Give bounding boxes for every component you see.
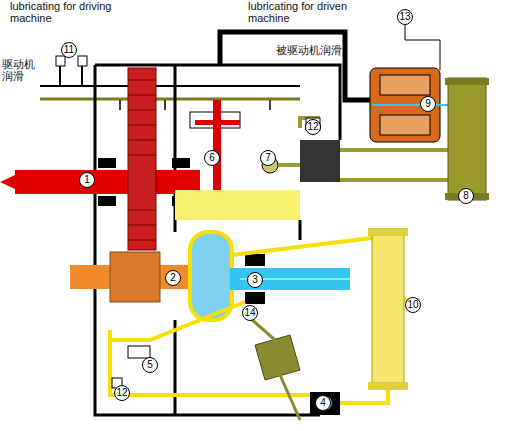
lube-line bbox=[40, 85, 300, 87]
lube-line bbox=[40, 98, 300, 101]
callout-circle: 9 bbox=[420, 96, 436, 112]
cooler-cap bbox=[445, 78, 489, 85]
callout-number: 9 bbox=[425, 99, 431, 109]
callout-number: 5 bbox=[147, 360, 153, 370]
scoop-tube bbox=[255, 335, 300, 380]
callout-number: 8 bbox=[463, 191, 469, 201]
fluid-coupling bbox=[190, 232, 232, 320]
callout-circle: 12 bbox=[305, 119, 321, 135]
callout-circle: 7 bbox=[260, 150, 276, 166]
cooler-cap bbox=[368, 228, 408, 236]
nozzle-symbol bbox=[78, 56, 87, 66]
callout-number: 4 bbox=[320, 398, 326, 408]
gauge-line bbox=[405, 24, 440, 70]
callout-circle: 6 bbox=[204, 150, 220, 166]
oil-sump bbox=[175, 190, 300, 220]
callout-circle: 1 bbox=[79, 172, 95, 188]
annotation-label: 被驱动机润滑 bbox=[276, 44, 366, 56]
coil bbox=[380, 115, 430, 135]
input-shaft bbox=[15, 170, 200, 194]
callout-circle: 11 bbox=[61, 42, 77, 58]
small-gear bbox=[110, 252, 160, 302]
callout-number: 12 bbox=[307, 122, 318, 132]
callout-circle: 3 bbox=[247, 272, 263, 288]
callout-number: 10 bbox=[407, 300, 418, 310]
annotation-label: 驱动机润滑 bbox=[2, 58, 40, 82]
large-gear bbox=[128, 68, 156, 250]
callout-number: 12 bbox=[116, 388, 127, 398]
callout-circle: 2 bbox=[165, 270, 181, 286]
cooler-cap bbox=[368, 382, 408, 390]
callout-number: 3 bbox=[252, 275, 258, 285]
annotation-label: lubricating for driving machine bbox=[10, 0, 115, 24]
callout-number: 1 bbox=[84, 175, 90, 185]
gear-teeth bbox=[128, 80, 156, 240]
annotation-label: lubricating for driven machine bbox=[248, 0, 348, 24]
scoop-link bbox=[250, 318, 300, 420]
driven-shaft bbox=[230, 268, 350, 290]
callout-number: 13 bbox=[399, 12, 410, 22]
callout-number: 11 bbox=[64, 45, 74, 55]
nozzle-symbol bbox=[56, 56, 65, 66]
cooler bbox=[448, 78, 486, 200]
callout-circle: 13 bbox=[397, 9, 413, 25]
bearing bbox=[172, 158, 190, 168]
cooler bbox=[372, 230, 404, 388]
pump-rod bbox=[213, 100, 221, 190]
sensor-symbol bbox=[128, 346, 150, 358]
callout-number: 7 bbox=[265, 153, 271, 163]
valve-axis bbox=[372, 104, 448, 106]
callout-circle: 5 bbox=[142, 357, 158, 373]
bearing bbox=[98, 196, 116, 206]
motor-block bbox=[300, 140, 340, 182]
oil-pump bbox=[310, 392, 340, 415]
callout-number: 2 bbox=[170, 273, 176, 283]
callout-circle: 4 bbox=[315, 395, 331, 411]
callout-circle: 10 bbox=[405, 297, 421, 313]
pump-piston bbox=[195, 120, 240, 125]
bearing bbox=[245, 254, 265, 266]
callout-circle: 14 bbox=[242, 305, 258, 321]
input-arrow bbox=[0, 175, 15, 189]
coil bbox=[380, 75, 430, 95]
callout-number: 14 bbox=[244, 308, 255, 318]
bearing bbox=[98, 158, 116, 168]
callout-circle: 12 bbox=[114, 385, 130, 401]
bearing bbox=[245, 292, 265, 304]
callout-circle: 8 bbox=[458, 188, 474, 204]
callout-number: 6 bbox=[209, 153, 215, 163]
